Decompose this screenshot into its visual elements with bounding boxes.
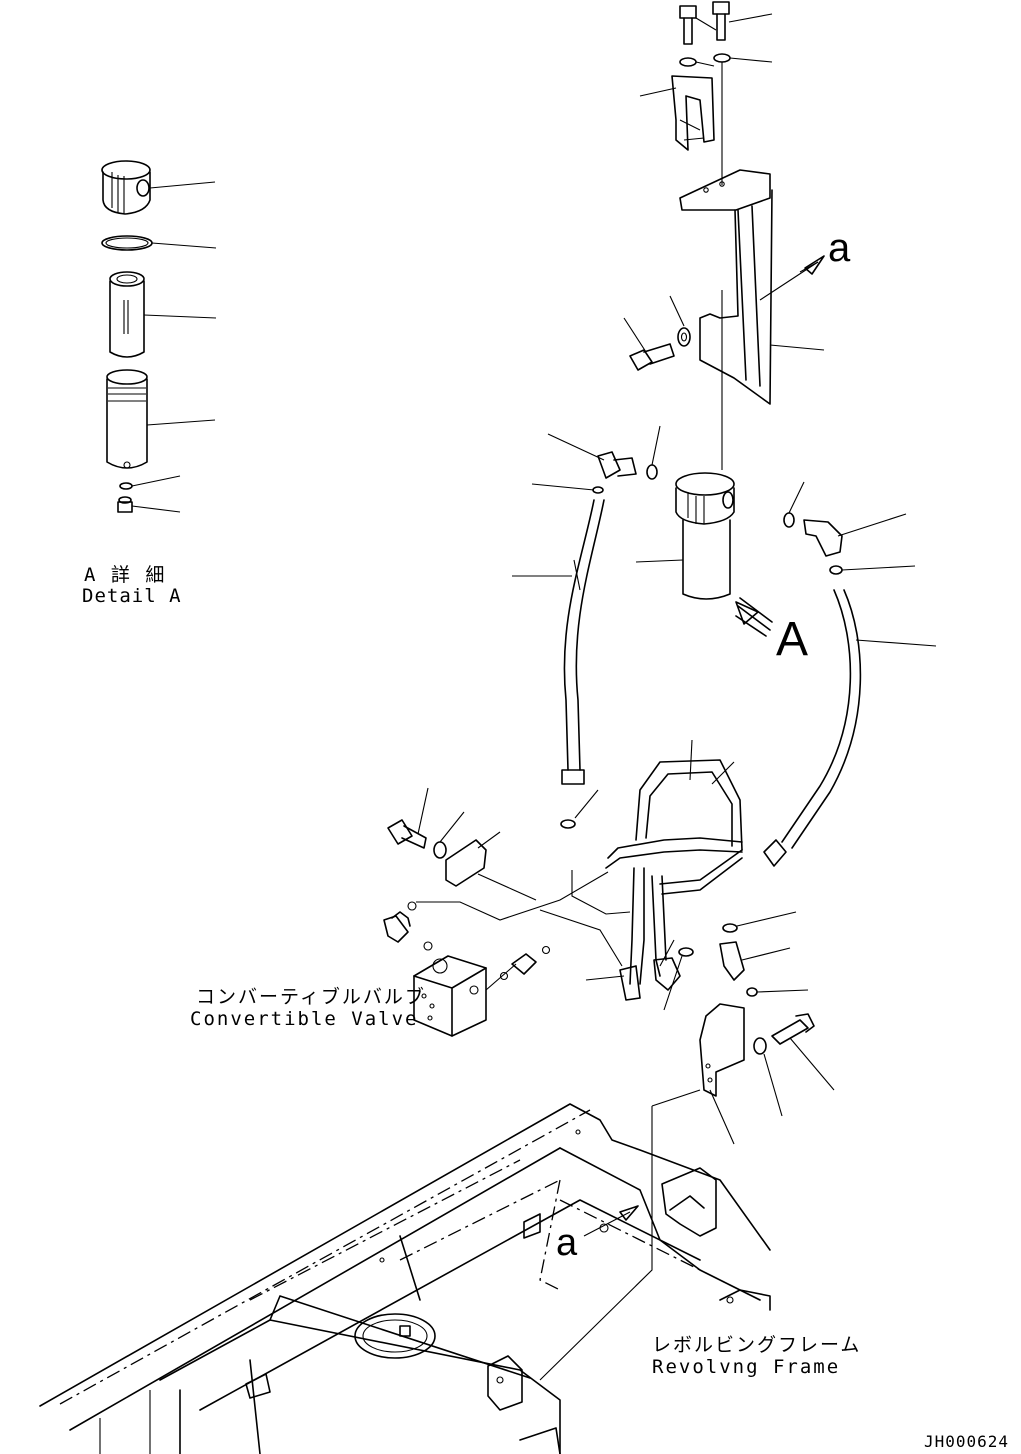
detail-a-filter-element xyxy=(109,271,217,358)
detail-a-filter-head xyxy=(101,160,216,215)
hose-left-o-ring xyxy=(560,789,599,829)
view-marker-A: A xyxy=(776,613,809,666)
arrow-a-lower xyxy=(583,1205,639,1237)
view-marker-a-upper: a xyxy=(828,226,851,270)
washer-top-left xyxy=(679,57,697,67)
elbow-fitting-lower-right xyxy=(719,941,791,981)
long-bracket xyxy=(679,169,825,405)
washer-left xyxy=(433,811,465,859)
detail-a-o-ring xyxy=(101,235,217,251)
o-ring-right xyxy=(783,481,805,528)
bracket-plate-left xyxy=(445,831,537,901)
fitting-center xyxy=(499,945,551,981)
detail-title-en: Detail A xyxy=(82,585,182,607)
bolt-lower-right xyxy=(771,1013,835,1091)
washer-mid xyxy=(669,295,691,347)
bolt-top-right xyxy=(712,1,773,41)
pipe-o-ring xyxy=(663,947,694,1011)
convertible-valve xyxy=(413,955,517,1037)
revolving-frame-label-en: Revolvng Frame xyxy=(652,1356,841,1378)
bracket-lower-right xyxy=(699,1003,745,1145)
washer-lower-right xyxy=(753,1037,783,1117)
elbow-fitting-left xyxy=(547,433,637,479)
bolt-mid xyxy=(623,317,675,371)
hose-left xyxy=(512,499,605,785)
pipe-assembly xyxy=(585,739,743,1001)
o-ring-left xyxy=(646,425,661,480)
revolving-frame-label-jp: レボルビングフレーム xyxy=(652,1334,862,1356)
bolt-top-left xyxy=(679,5,717,45)
convertible-valve-label-jp: コンバーティブルバルブ xyxy=(196,986,426,1008)
washer-top-right xyxy=(713,53,731,63)
elbow-fitting-right xyxy=(803,513,907,557)
o-ring-right-lower-2 xyxy=(722,911,797,933)
adapter-small-left xyxy=(531,483,604,494)
detail-a-filter-case xyxy=(106,369,216,469)
bolt-left xyxy=(387,787,429,849)
revolving-frame xyxy=(39,1103,771,1454)
detail-title-jp: A 詳 細 xyxy=(84,564,167,586)
o-ring-right-lower xyxy=(829,565,916,575)
arrow-a-upper xyxy=(759,255,825,301)
drawing-number: JH000624 xyxy=(924,1432,1010,1451)
hose-right xyxy=(763,589,937,867)
fitting-left xyxy=(383,901,433,951)
view-marker-a-lower: a xyxy=(556,1222,578,1264)
detail-a-drain-plug xyxy=(117,496,181,513)
small-bracket xyxy=(639,75,715,151)
detail-a-drain-ring xyxy=(119,475,181,490)
filter-assembly xyxy=(635,472,735,600)
convertible-valve-label-en: Convertible Valve xyxy=(190,1008,419,1030)
arrow-A xyxy=(735,597,773,637)
o-ring-lower-right xyxy=(746,987,809,997)
